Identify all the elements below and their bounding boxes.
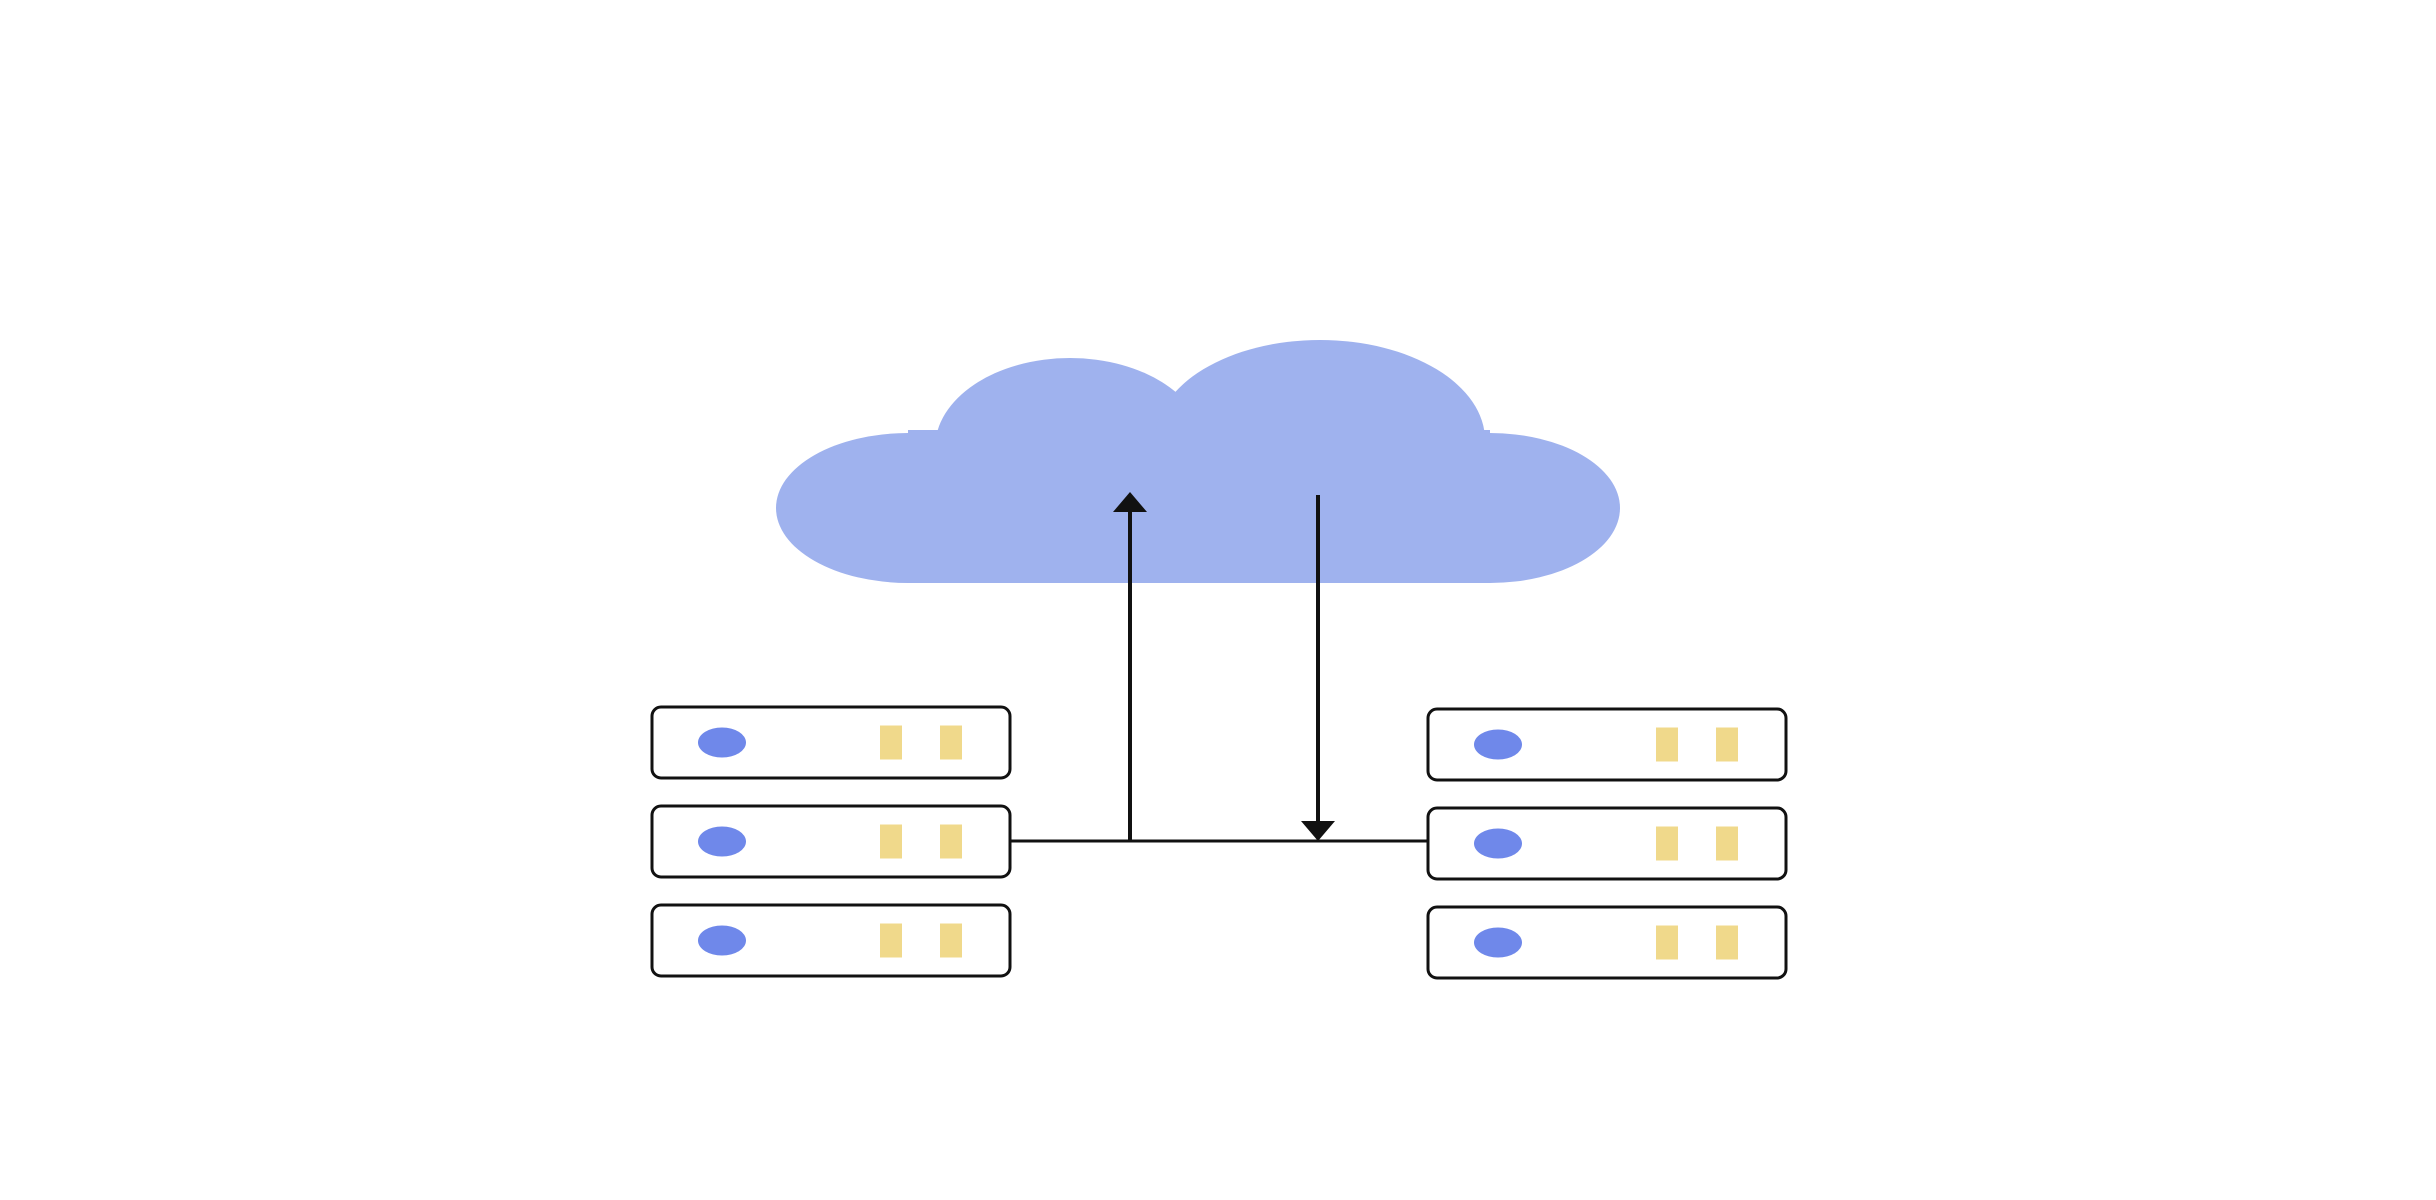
arrow-up-icon	[1113, 492, 1147, 512]
status-light-icon	[1474, 828, 1522, 859]
drive-indicator-icon	[880, 923, 902, 958]
status-light-icon	[698, 826, 746, 857]
drive-indicator-icon	[1656, 826, 1678, 861]
server-unit-frame	[1426, 806, 1788, 881]
server-rack-icon-unit	[1426, 905, 1788, 980]
arrow-down-icon	[1301, 821, 1335, 841]
drive-indicator-icon	[1656, 925, 1678, 960]
drive-indicator-icon	[940, 824, 962, 859]
server-unit-frame	[650, 903, 1012, 978]
drive-indicator-icon	[1656, 727, 1678, 762]
drive-indicator-icon	[940, 725, 962, 760]
drive-indicator-icon	[1716, 826, 1738, 861]
server-rack-icon-unit	[1426, 806, 1788, 881]
cloud-icon	[776, 340, 1620, 583]
drive-indicator-icon	[880, 824, 902, 859]
server-unit-frame	[1426, 905, 1788, 980]
drive-indicator-icon	[1716, 727, 1738, 762]
drive-indicator-icon	[880, 725, 902, 760]
server-unit-frame	[650, 705, 1012, 780]
downlink-connector	[1301, 495, 1335, 841]
server-rack-icon-unit	[650, 804, 1012, 879]
server-unit-frame	[1426, 707, 1788, 782]
status-light-icon	[1474, 927, 1522, 958]
connections	[1010, 492, 1428, 843]
status-light-icon	[698, 727, 746, 758]
status-light-icon	[698, 925, 746, 956]
uplink-connector	[1113, 492, 1147, 841]
cloud-shape-part	[908, 430, 1490, 583]
server-rack-icon-unit	[650, 903, 1012, 978]
server-stack-right	[1426, 707, 1788, 980]
drive-indicator-icon	[940, 923, 962, 958]
server-rack-icon-unit	[650, 705, 1012, 780]
server-stacks	[650, 705, 1788, 980]
drive-indicator-icon	[1716, 925, 1738, 960]
server-stack-left	[650, 705, 1012, 978]
server-rack-icon-unit	[1426, 707, 1788, 782]
status-light-icon	[1474, 729, 1522, 760]
